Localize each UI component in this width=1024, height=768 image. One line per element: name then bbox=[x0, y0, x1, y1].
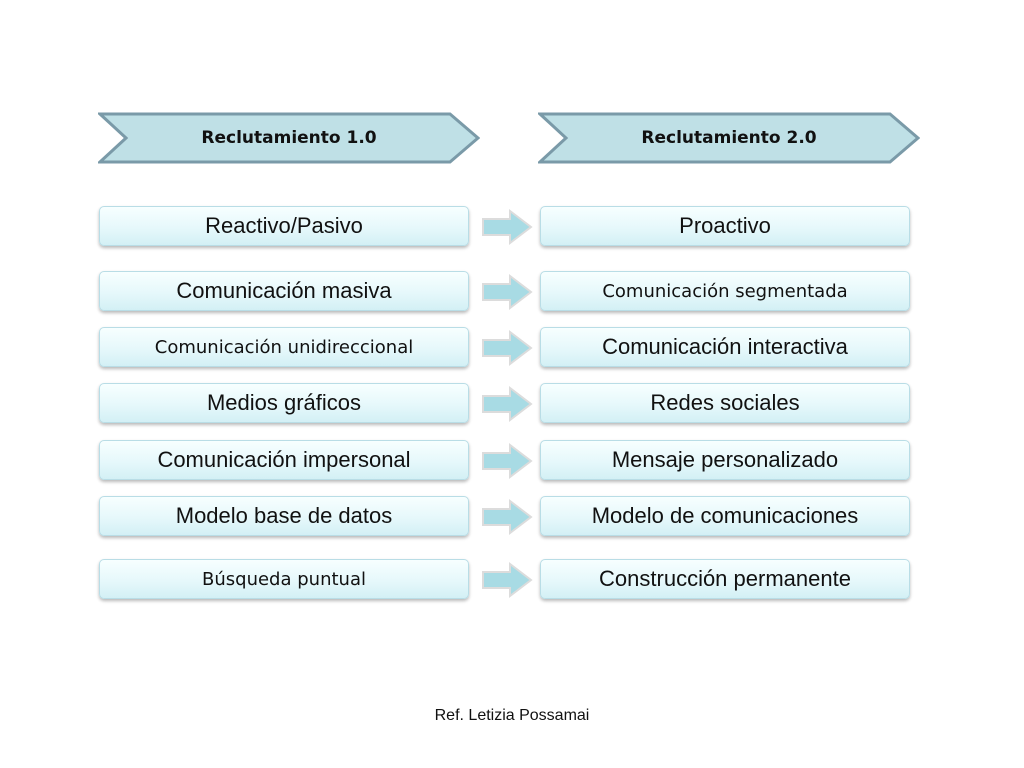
comparison-row: Modelo base de datos Modelo de comunicac… bbox=[0, 496, 1024, 538]
reference-footer: Ref. Letizia Possamai bbox=[434, 707, 590, 724]
comparison-row: Comunicación unidireccional Comunicación… bbox=[0, 327, 1024, 369]
right-arrow-icon bbox=[482, 442, 533, 480]
comparison-row: Medios gráficos Redes sociales bbox=[0, 383, 1024, 425]
header-right-label: Reclutamiento 2.0 bbox=[641, 128, 817, 148]
comparison-row: Comunicación masiva Comunicación segment… bbox=[0, 271, 1024, 313]
right-arrow-icon bbox=[482, 561, 533, 599]
left-box: Comunicación impersonal bbox=[99, 440, 469, 480]
comparison-row: Búsqueda puntual Construcción permanente bbox=[0, 559, 1024, 601]
comparison-row: Comunicación impersonal Mensaje personal… bbox=[0, 440, 1024, 482]
header-left-label: Reclutamiento 1.0 bbox=[201, 128, 377, 148]
right-box: Construcción permanente bbox=[540, 559, 910, 599]
comparison-row: Reactivo/Pasivo Proactivo bbox=[0, 206, 1024, 248]
left-box: Modelo base de datos bbox=[99, 496, 469, 536]
left-box: Comunicación masiva bbox=[99, 271, 469, 311]
right-box: Proactivo bbox=[540, 206, 910, 246]
right-box: Comunicación interactiva bbox=[540, 327, 910, 367]
right-arrow-icon bbox=[482, 498, 533, 536]
right-box: Mensaje personalizado bbox=[540, 440, 910, 480]
right-arrow-icon bbox=[482, 273, 533, 311]
right-box: Modelo de comunicaciones bbox=[540, 496, 910, 536]
right-arrow-icon bbox=[482, 385, 533, 423]
right-box: Comunicación segmentada bbox=[540, 271, 910, 311]
left-box: Comunicación unidireccional bbox=[99, 327, 469, 367]
header-chevron-reclutamiento-1: Reclutamiento 1.0 bbox=[98, 112, 480, 164]
header-chevron-reclutamiento-2: Reclutamiento 2.0 bbox=[538, 112, 920, 164]
chevron-shape bbox=[98, 112, 480, 164]
left-box: Medios gráficos bbox=[99, 383, 469, 423]
chevron-shape bbox=[538, 112, 920, 164]
left-box: Reactivo/Pasivo bbox=[99, 206, 469, 246]
right-box: Redes sociales bbox=[540, 383, 910, 423]
left-box: Búsqueda puntual bbox=[99, 559, 469, 599]
right-arrow-icon bbox=[482, 208, 533, 246]
right-arrow-icon bbox=[482, 329, 533, 367]
